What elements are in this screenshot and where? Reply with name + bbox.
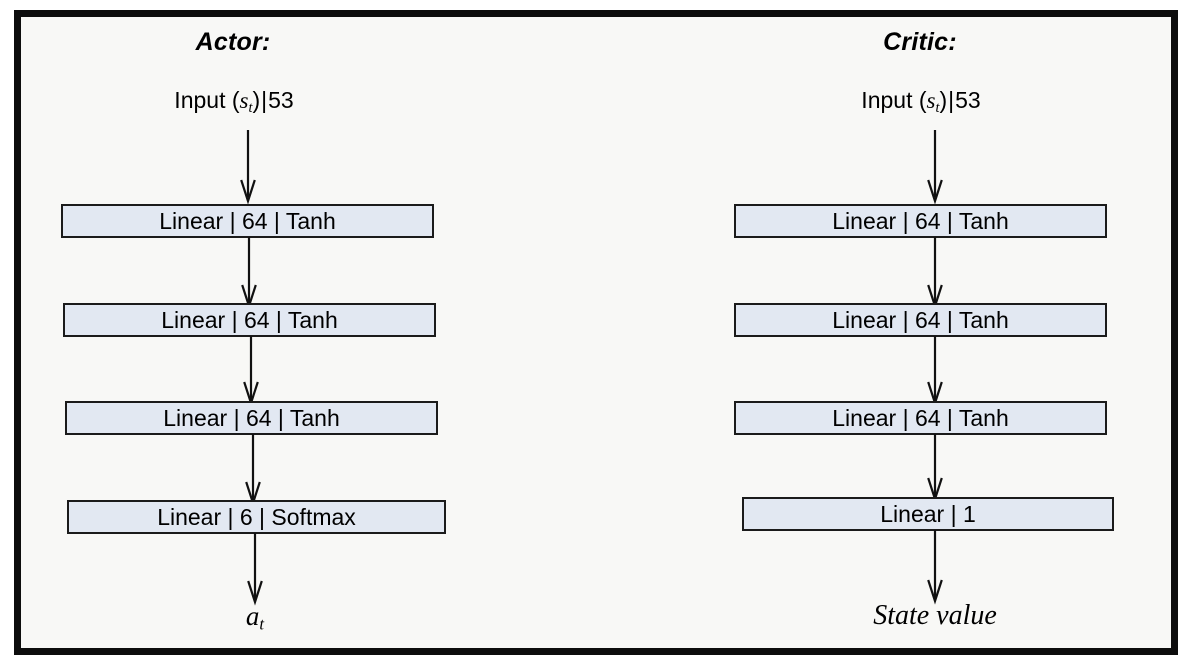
actor-input-prefix: Input ( — [174, 87, 240, 113]
critic-layer-3[interactable]: Linear | 64 | Tanh — [734, 401, 1107, 435]
actor-input-symbol: st — [239, 88, 253, 116]
critic-input-symbol: st — [926, 88, 940, 116]
diagram-canvas: Actor: Input (st)|53 Linear | 64 | Tanh … — [21, 17, 1171, 648]
actor-layer-3[interactable]: Linear | 64 | Tanh — [65, 401, 438, 435]
actor-layer-4[interactable]: Linear | 6 | Softmax — [67, 500, 446, 534]
actor-arrow-layer3-to-layer4 — [242, 434, 264, 507]
actor-input-size: 53 — [268, 87, 294, 113]
critic-arrow-layer4-to-output — [924, 530, 946, 605]
actor-output-symbol: a — [245, 601, 260, 631]
critic-output-node: State value — [873, 600, 997, 631]
critic-arrow-layer2-to-layer3 — [924, 336, 946, 407]
critic-layer-2[interactable]: Linear | 64 | Tanh — [734, 303, 1107, 337]
critic-column-title: Critic: — [883, 28, 957, 56]
critic-input-prefix: Input ( — [861, 87, 927, 113]
actor-column-title: Actor: — [195, 28, 271, 56]
actor-output-subscript: t — [259, 614, 265, 634]
actor-arrow-input-to-layer1 — [237, 130, 259, 205]
actor-layer-2[interactable]: Linear | 64 | Tanh — [63, 303, 436, 337]
critic-arrow-layer3-to-layer4 — [924, 434, 946, 503]
actor-output-node: at — [246, 601, 264, 635]
critic-arrow-input-to-layer1 — [924, 130, 946, 205]
critic-layer-1[interactable]: Linear | 64 | Tanh — [734, 204, 1107, 238]
actor-arrow-layer4-to-output — [244, 533, 266, 606]
actor-input-suffix: ) — [252, 87, 261, 113]
figure-frame: Actor: Input (st)|53 Linear | 64 | Tanh … — [14, 10, 1178, 655]
critic-input-size: 53 — [955, 87, 981, 113]
critic-input-suffix: ) — [939, 87, 948, 113]
critic-arrow-layer1-to-layer2 — [924, 237, 946, 310]
actor-layer-1[interactable]: Linear | 64 | Tanh — [61, 204, 434, 238]
critic-input-node: Input (st)|53 — [861, 87, 980, 117]
critic-input-separator: | — [948, 87, 955, 113]
actor-input-separator: | — [261, 87, 268, 113]
actor-input-node: Input (st)|53 — [174, 87, 293, 117]
actor-arrow-layer2-to-layer3 — [240, 336, 262, 407]
critic-layer-4[interactable]: Linear | 1 — [742, 497, 1114, 531]
actor-arrow-layer1-to-layer2 — [238, 237, 260, 310]
